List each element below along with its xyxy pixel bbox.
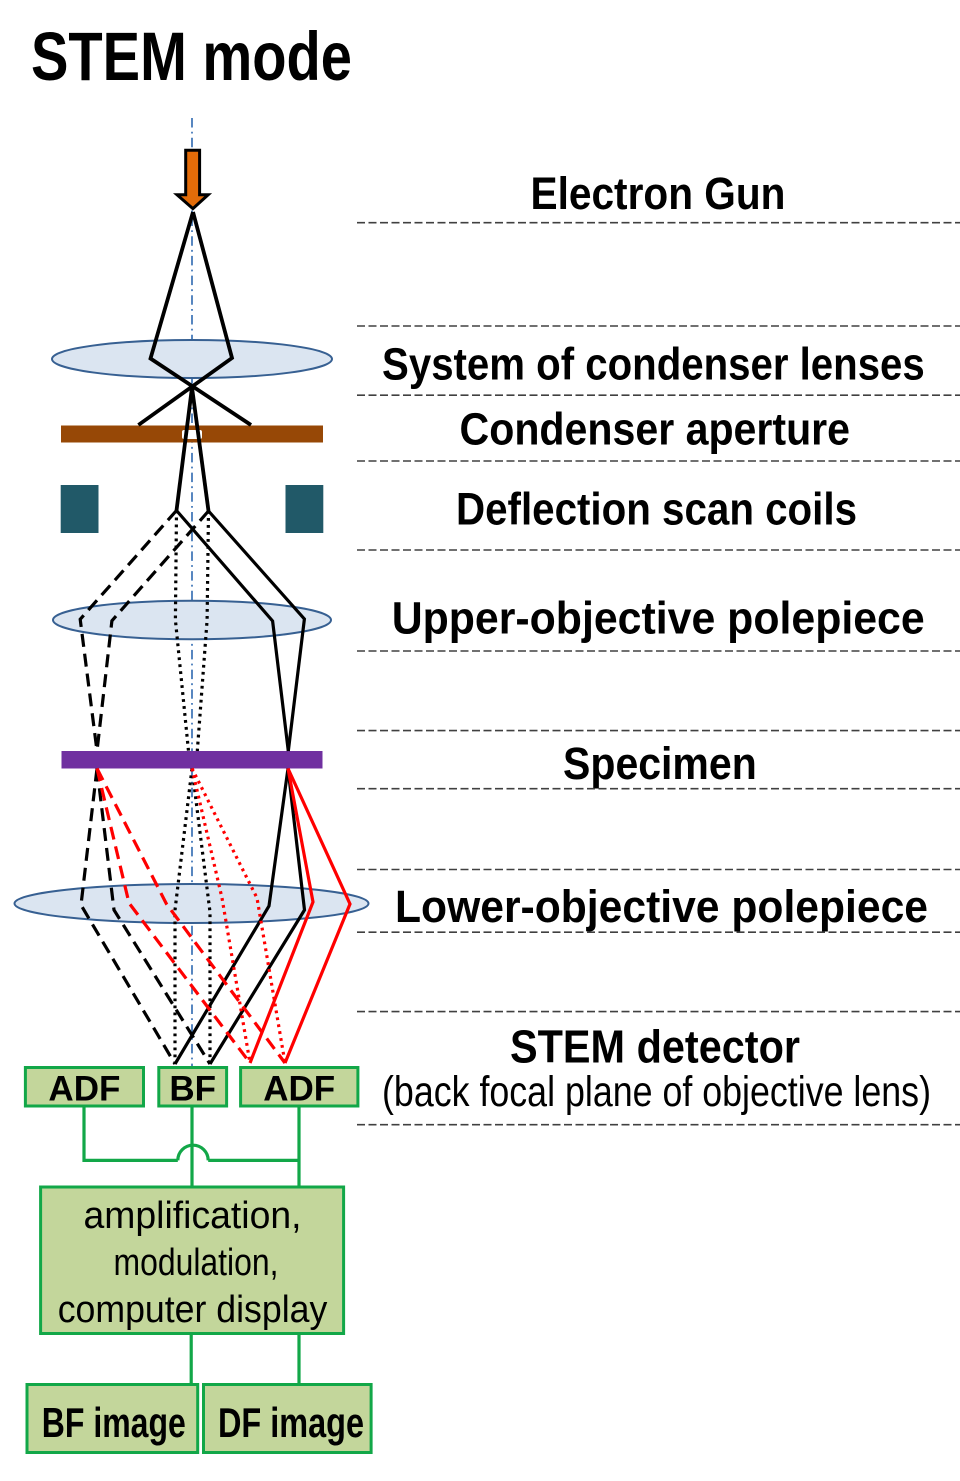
svg-text:Electron Gun: Electron Gun (531, 168, 786, 219)
svg-text:amplification,: amplification, (84, 1195, 302, 1237)
svg-text:Specimen: Specimen (563, 738, 757, 789)
svg-text:Condenser aperture: Condenser aperture (460, 404, 851, 455)
svg-text:BF image: BF image (42, 1399, 186, 1446)
svg-text:System of condenser lenses: System of condenser lenses (382, 339, 925, 390)
svg-text:(back focal plane of objective: (back focal plane of objective lens) (382, 1068, 931, 1116)
svg-text:STEM detector: STEM detector (510, 1021, 800, 1073)
svg-text:Lower-objective polepiece: Lower-objective polepiece (395, 881, 928, 932)
svg-text:computer display: computer display (58, 1289, 328, 1331)
svg-text:ADF: ADF (263, 1070, 335, 1109)
svg-text:DF image: DF image (218, 1399, 364, 1446)
svg-text:modulation,: modulation, (114, 1242, 279, 1284)
svg-text:ADF: ADF (48, 1070, 120, 1109)
svg-text:BF: BF (169, 1070, 216, 1109)
svg-text:Upper-objective polepiece: Upper-objective polepiece (392, 593, 925, 644)
svg-text:Deflection scan coils: Deflection scan coils (456, 484, 857, 535)
svg-text:STEM mode: STEM mode (31, 18, 352, 95)
